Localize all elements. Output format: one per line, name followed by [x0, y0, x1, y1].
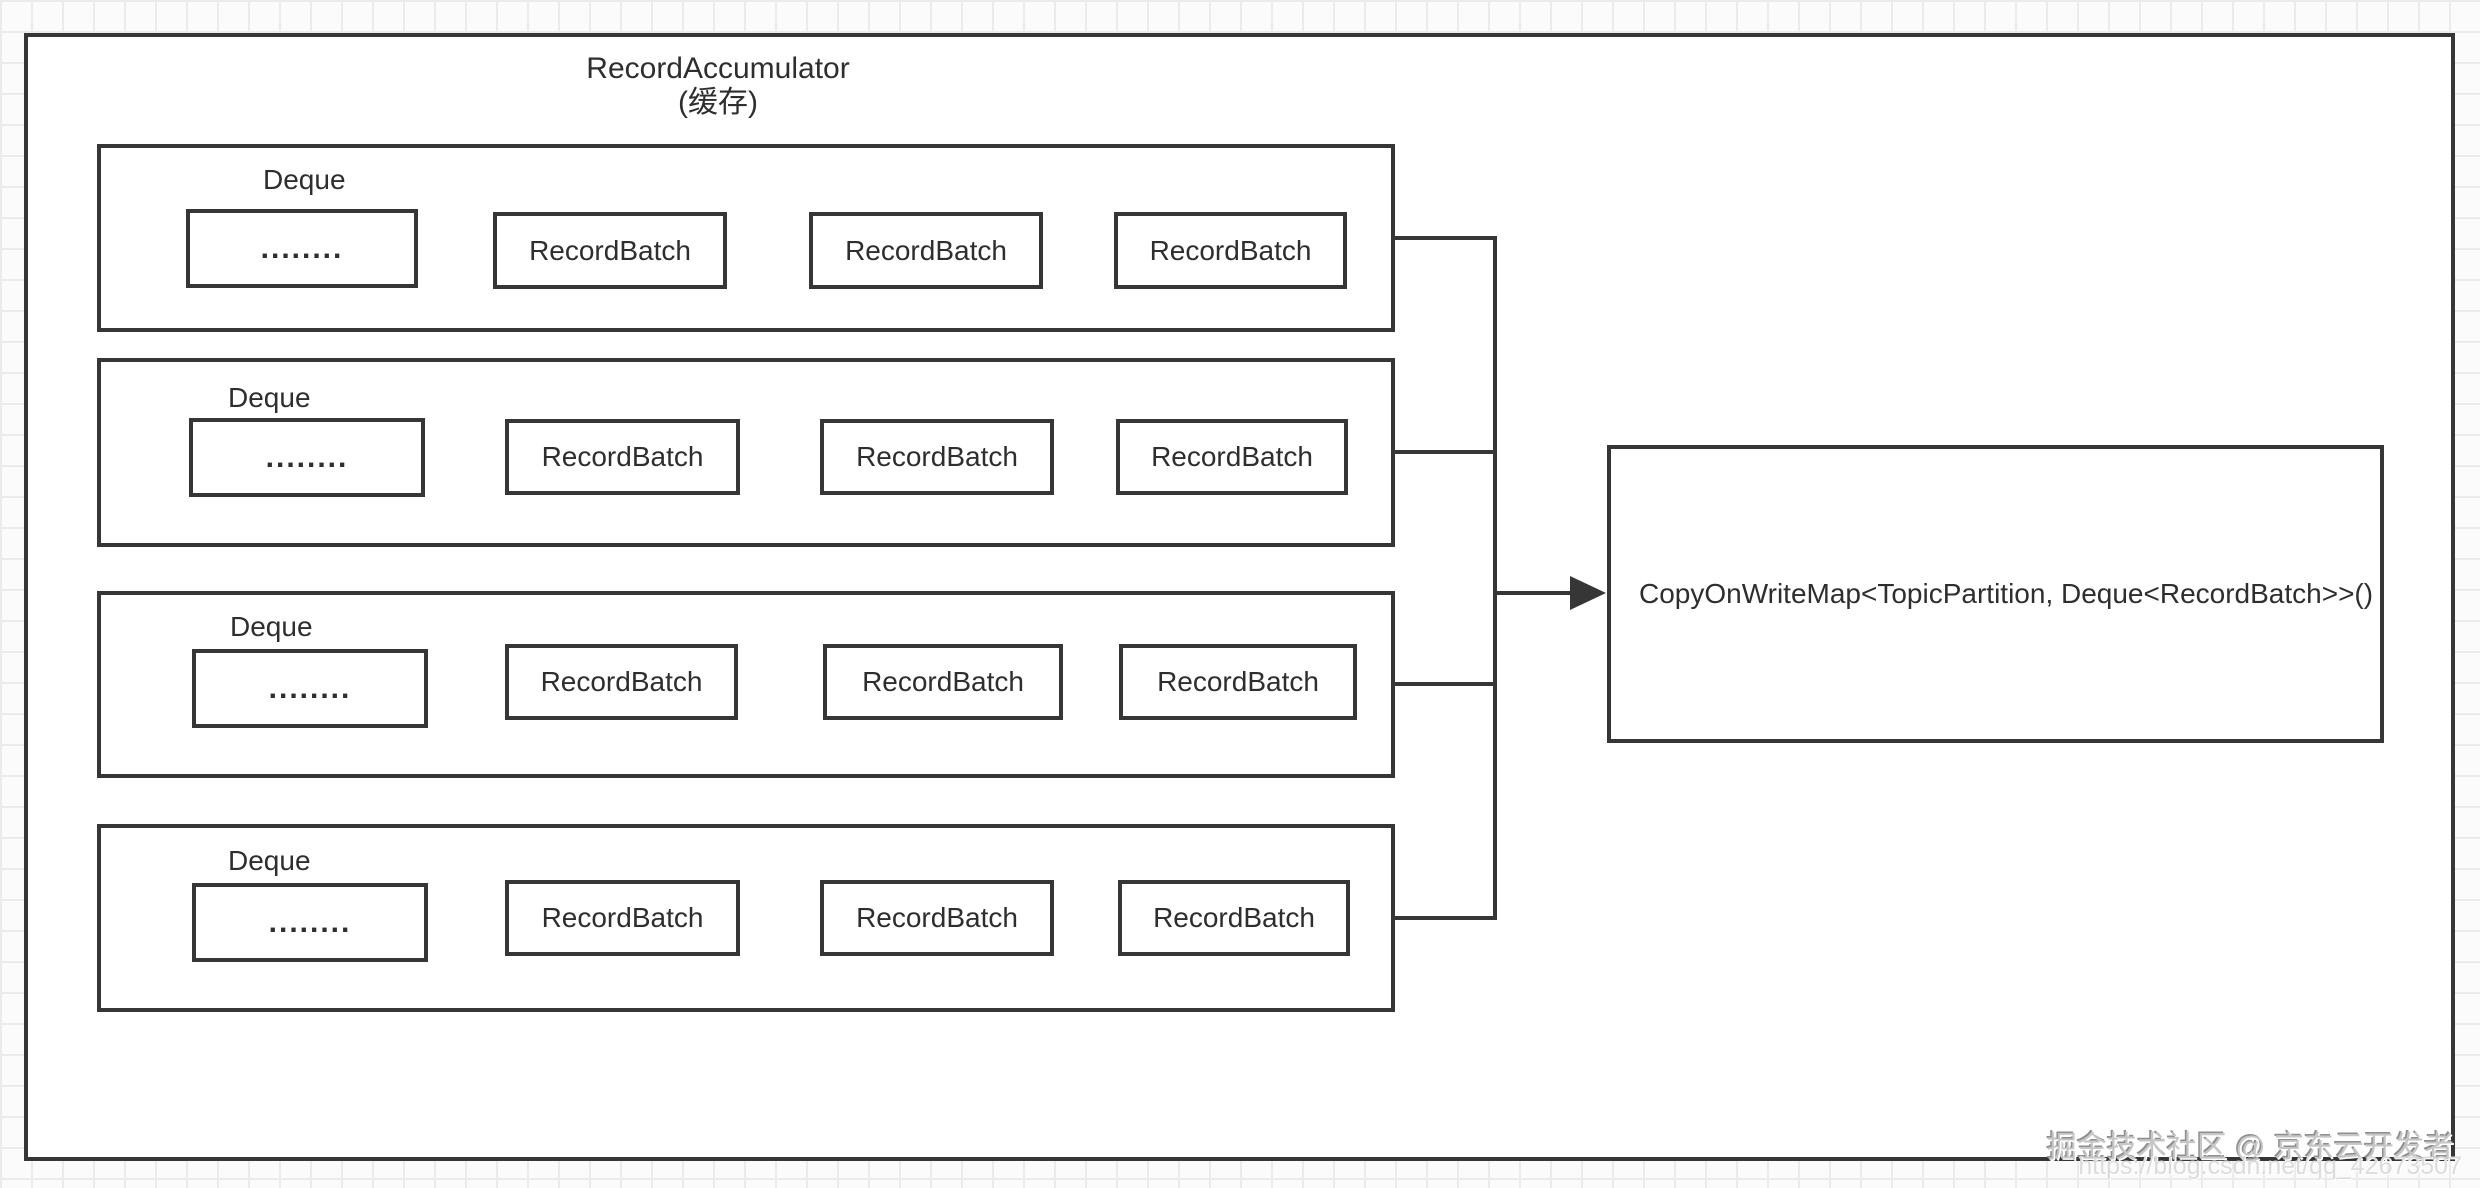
recordbatch-box: RecordBatch [1116, 419, 1348, 495]
deque-label: Deque [230, 611, 313, 642]
recordbatch-box: RecordBatch [505, 644, 738, 720]
arrow-right-icon [1570, 576, 1606, 610]
watermark-url: https://blog.csdn.net/qq_42673507 [2078, 1152, 2462, 1180]
connector-stub-3 [1393, 682, 1495, 686]
recordbatch-box: RecordBatch [1118, 880, 1350, 956]
deque-box-4: Deque ........ RecordBatch RecordBatch R… [97, 824, 1395, 1012]
diagram-title-line1: RecordAccumulator [586, 52, 850, 85]
copyonwritemap-box: CopyOnWriteMap<TopicPartition, Deque<Rec… [1607, 445, 2384, 743]
watermark-community: 掘金技术社区 @ 京东云开发者 [2046, 1131, 2454, 1164]
copyonwritemap-label: CopyOnWriteMap<TopicPartition, Deque<Rec… [1639, 578, 2374, 609]
recordbatch-box: RecordBatch [820, 419, 1054, 495]
connector-stub-2 [1393, 450, 1495, 454]
ellipsis-box: ........ [189, 418, 425, 497]
ellipsis-box: ........ [192, 883, 428, 962]
ellipsis-box: ........ [186, 209, 418, 288]
deque-box-1: Deque ........ RecordBatch RecordBatch R… [97, 144, 1395, 332]
deque-label: Deque [228, 845, 311, 876]
arrow-shaft [1495, 591, 1577, 595]
recordbatch-box: RecordBatch [1119, 644, 1357, 720]
ellipsis-box: ........ [192, 649, 428, 728]
recordbatch-box: RecordBatch [505, 880, 740, 956]
recordbatch-box: RecordBatch [493, 212, 727, 289]
recordbatch-box: RecordBatch [505, 419, 740, 495]
deque-label: Deque [263, 164, 346, 195]
deque-box-3: Deque ........ RecordBatch RecordBatch R… [97, 591, 1395, 778]
recordbatch-box: RecordBatch [820, 880, 1054, 956]
deque-box-2: Deque ........ RecordBatch RecordBatch R… [97, 358, 1395, 547]
recordbatch-box: RecordBatch [1114, 212, 1347, 289]
recordbatch-box: RecordBatch [823, 644, 1063, 720]
diagram-title-line2: (缓存) [678, 86, 758, 119]
connector-stub-4 [1393, 916, 1495, 920]
connector-stub-1 [1393, 236, 1495, 240]
connector-trunk [1493, 236, 1497, 920]
recordbatch-box: RecordBatch [809, 212, 1043, 289]
diagram-title: RecordAccumulator (缓存) [478, 52, 958, 120]
deque-label: Deque [228, 382, 311, 413]
